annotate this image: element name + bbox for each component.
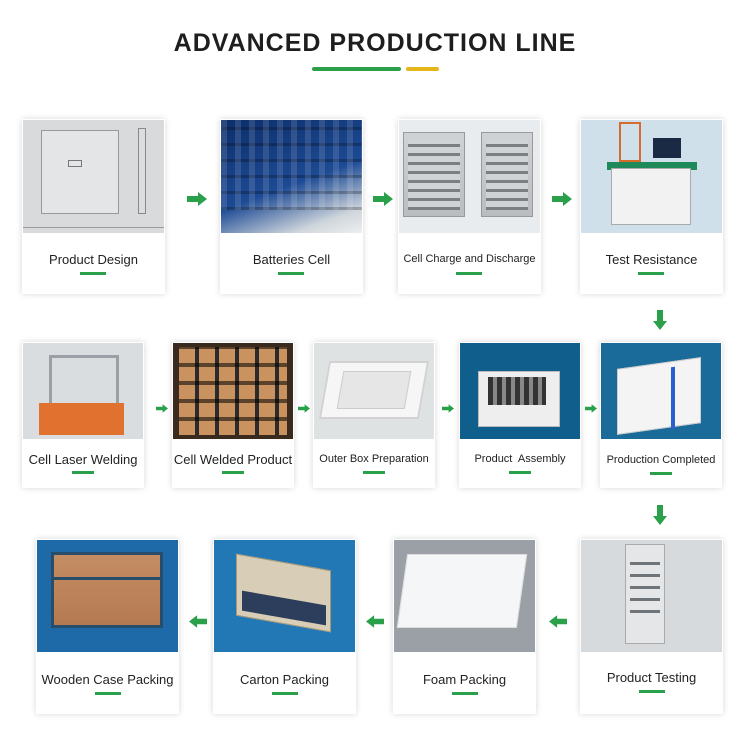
green-arrow-icon (373, 192, 393, 206)
step-card-outer-box: Outer Box Preparation (313, 342, 435, 488)
step-card-product-testing: Product Testing (580, 539, 723, 714)
step-label: Test Resistance (605, 252, 698, 267)
label-underline (650, 472, 672, 475)
step-card-cell-laser-welding: Cell Laser Welding (22, 342, 144, 488)
label-underline (456, 272, 482, 275)
label-underline (639, 690, 665, 693)
production-completed-photo (601, 343, 721, 439)
step-card-cell-welded-product: Cell Welded Product (172, 342, 294, 488)
outer-box-photo (314, 343, 434, 439)
cell-charge-photo (399, 120, 540, 233)
step-label: Batteries Cell (252, 252, 331, 267)
step-label: Product Assembly (474, 453, 566, 465)
cell-laser-welding-photo (23, 343, 143, 439)
step-card-foam-packing: Foam Packing (393, 539, 536, 714)
label-underline (363, 471, 385, 474)
label-underline (638, 272, 664, 275)
page-title: ADVANCED PRODUCTION LINE (173, 29, 577, 57)
green-arrow-icon (552, 192, 572, 206)
product-testing-photo (581, 540, 722, 652)
step-label: Product Design (49, 252, 138, 267)
step-label: Foam Packing (422, 672, 507, 687)
step-card-product-assembly: Product Assembly (459, 342, 581, 488)
batteries-cell-photo (221, 120, 362, 233)
title-underline-green (312, 67, 401, 71)
foam-packing-photo (394, 540, 535, 652)
test-resistance-photo (581, 120, 722, 233)
step-card-product-design: Product Design (22, 119, 165, 294)
step-label: Carton Packing (240, 672, 329, 687)
step-label: Cell Laser Welding (28, 452, 138, 467)
step-card-production-completed: Production Completed (600, 342, 722, 488)
step-label: Cell Welded Product (173, 452, 293, 467)
green-arrow-icon (442, 404, 454, 413)
step-label: Cell Charge and Discharge (403, 253, 536, 265)
product-design-photo (23, 120, 164, 233)
wooden-case-photo (37, 540, 178, 652)
product-assembly-photo (460, 343, 580, 439)
green-arrow-icon (653, 505, 667, 525)
label-underline (95, 692, 121, 695)
green-arrow-icon (298, 404, 310, 413)
step-card-test-resistance: Test Resistance (580, 119, 723, 294)
label-underline (452, 692, 478, 695)
title-underline-yellow (406, 67, 439, 71)
green-arrow-icon (366, 615, 384, 628)
step-label: Product Testing (606, 670, 697, 685)
cell-welded-product-photo (173, 343, 293, 439)
green-arrow-icon (189, 615, 207, 628)
green-arrow-icon (653, 310, 667, 330)
green-arrow-icon (549, 615, 567, 628)
label-underline (72, 471, 94, 474)
step-card-batteries-cell: Batteries Cell (220, 119, 363, 294)
green-arrow-icon (187, 192, 207, 206)
step-card-carton-packing: Carton Packing (213, 539, 356, 714)
step-card-cell-charge: Cell Charge and Discharge (398, 119, 541, 294)
step-card-wooden-case: Wooden Case Packing (36, 539, 179, 714)
label-underline (278, 272, 304, 275)
label-underline (272, 692, 298, 695)
carton-packing-photo (214, 540, 355, 652)
step-label: Wooden Case Packing (41, 672, 174, 687)
label-underline (509, 471, 531, 474)
step-label: Production Completed (606, 454, 716, 466)
label-underline (222, 471, 244, 474)
green-arrow-icon (585, 404, 597, 413)
label-underline (80, 272, 106, 275)
green-arrow-icon (156, 404, 168, 413)
step-label: Outer Box Preparation (319, 453, 429, 465)
